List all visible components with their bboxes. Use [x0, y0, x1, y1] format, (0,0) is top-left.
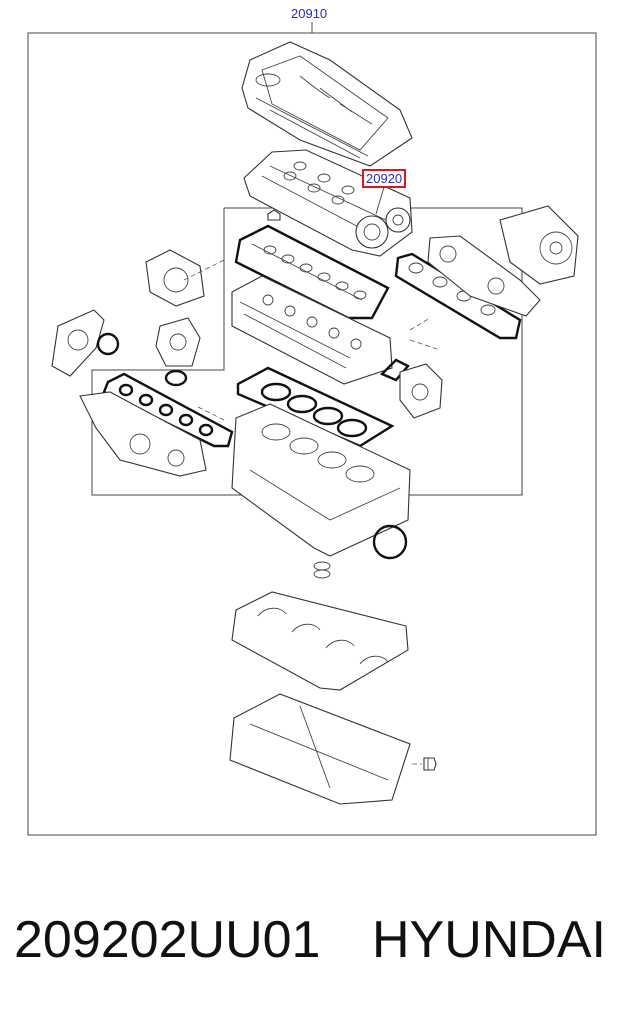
small-o-rings	[313, 561, 331, 579]
crankshaft-rear-seal	[372, 524, 408, 560]
egr-valve	[399, 363, 443, 419]
camshaft-assembly	[243, 149, 413, 257]
oil-pan	[229, 693, 411, 805]
lower-crankcase	[231, 591, 409, 691]
turbocharger	[499, 205, 579, 285]
intake-manifold-gasket	[102, 372, 234, 448]
brand-name: HYUNDAI	[371, 911, 606, 969]
subkit-frame-upper	[91, 207, 523, 496]
part-callout-20920-highlighted[interactable]: 20920	[362, 169, 407, 188]
water-pump	[145, 249, 205, 307]
cylinder-block	[231, 403, 411, 557]
egr-gasket	[379, 358, 410, 382]
front-crank-seal	[96, 332, 120, 356]
cylinder-head-gasket	[236, 366, 395, 448]
assembly-dashed-leaders	[183, 259, 441, 765]
part-callout-20910[interactable]: 20910	[291, 6, 328, 21]
engine-gasket-kit-diagram	[27, 22, 597, 836]
thermostat-gasket	[164, 369, 188, 387]
oil-cap	[267, 209, 281, 221]
part-caption: 209202UU01 HYUNDAI	[0, 905, 620, 975]
valve-cover-gasket	[234, 224, 390, 320]
drain-plug	[423, 757, 437, 771]
intake-manifold	[79, 391, 207, 477]
timing-cover	[51, 309, 105, 377]
part-number: 209202UU01	[14, 911, 321, 969]
cylinder-head	[231, 275, 393, 385]
exhaust-manifold	[427, 235, 541, 317]
cylinder-head-cover	[241, 41, 413, 167]
oil-filter-housing	[155, 317, 201, 367]
highlight-leader	[375, 186, 385, 215]
